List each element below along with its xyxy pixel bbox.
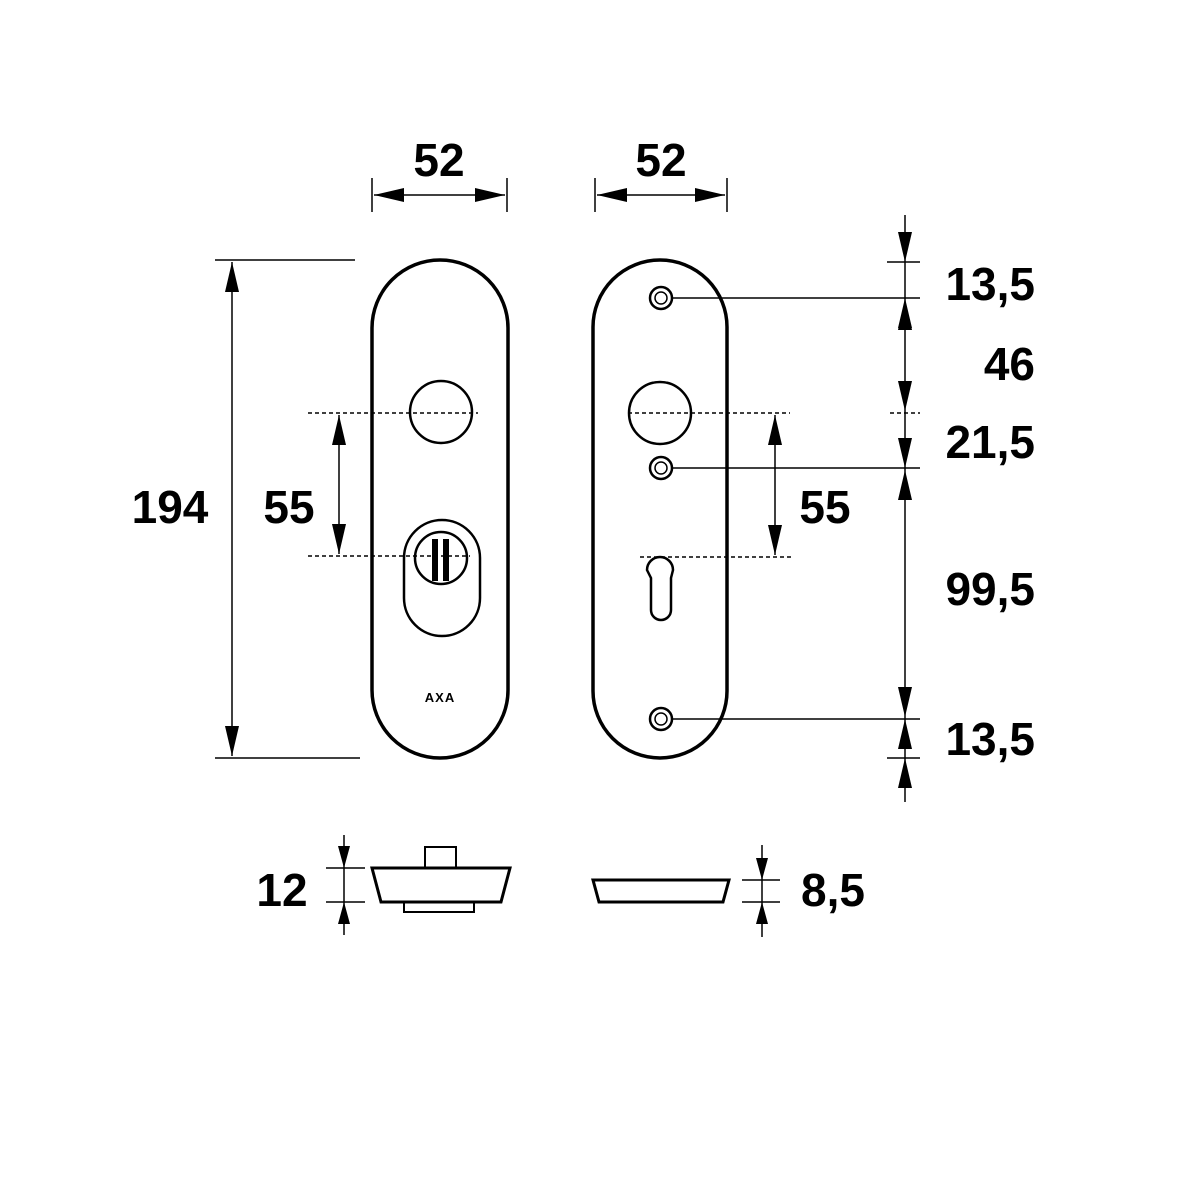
left-plate-outline <box>370 258 510 760</box>
right-side-profile <box>591 878 731 904</box>
middle-screw-outer <box>648 455 674 481</box>
right-plate-outline <box>591 258 729 760</box>
left-profile-body <box>370 866 512 904</box>
left-thickness-label: 12 <box>256 864 307 916</box>
left-plate: AXA <box>370 258 510 760</box>
right-width-label: 52 <box>635 134 686 186</box>
screw-to-bottom-screw-label: 99,5 <box>945 563 1035 615</box>
left-thickness-dimension: 12 <box>256 835 365 935</box>
left-side-profile <box>370 846 512 913</box>
left-turn-slot-2 <box>443 539 449 581</box>
top-screw-offset-label: 13,5 <box>945 258 1035 310</box>
screw-chain-dimension: 13,5 46 21,5 99,5 13,5 <box>672 215 1035 802</box>
right-width-dimension: 52 <box>594 134 728 212</box>
right-plate <box>591 258 729 760</box>
bottom-screw-inner <box>654 712 668 726</box>
left-center-distance-dimension: 55 <box>263 412 478 557</box>
handle-to-screw-label: 21,5 <box>945 416 1035 468</box>
left-turn-slot-1 <box>432 539 438 581</box>
right-thickness-dimension: 8,5 <box>742 845 865 937</box>
left-profile-knob <box>424 846 457 869</box>
bottom-screw-offset-label: 13,5 <box>945 713 1035 765</box>
bottom-screw-outer <box>648 706 674 732</box>
top-screw-inner <box>654 291 668 305</box>
overall-height-dimension: 194 <box>132 259 360 759</box>
right-thickness-label: 8,5 <box>801 864 865 916</box>
middle-screw-inner <box>654 461 668 475</box>
left-width-dimension: 52 <box>371 134 508 212</box>
left-width-label: 52 <box>413 134 464 186</box>
screw-to-handle-label: 46 <box>984 338 1035 390</box>
cylinder-keyhole <box>645 555 675 622</box>
left-handle-hole <box>408 379 474 445</box>
right-profile-body <box>591 878 731 904</box>
right-center-distance-label: 55 <box>799 481 850 533</box>
left-profile-base <box>403 901 475 913</box>
axa-logo: AXA <box>425 690 455 705</box>
right-center-distance-dimension: 55 <box>628 412 851 558</box>
left-center-distance-label: 55 <box>263 481 314 533</box>
left-turn-knob <box>413 530 469 586</box>
top-screw-outer <box>648 285 674 311</box>
overall-height-label: 194 <box>132 481 209 533</box>
